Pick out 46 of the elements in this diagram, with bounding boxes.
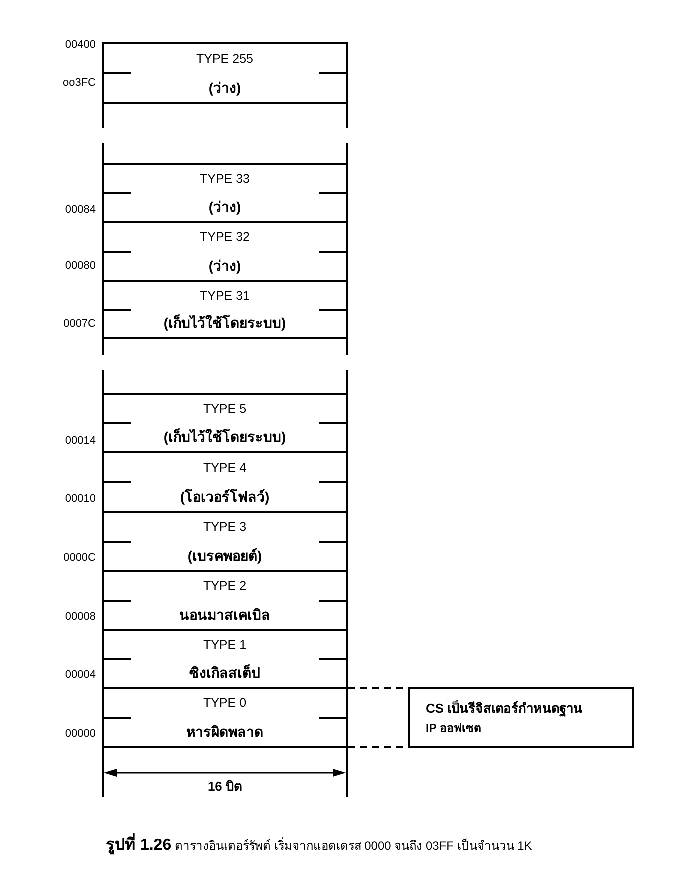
address-label: 0007C <box>64 317 96 332</box>
figure-caption: รูปที่ 1.26 ตารางอินเตอร์รัพต์ เริ่มจากแอดเดรส 0000 จนถึง 03FF เป็นจำนวน 1K <box>106 834 532 858</box>
type-label: TYPE 32 <box>200 229 250 246</box>
interrupt-name: หารผิดพลาด <box>186 722 264 742</box>
address-label: 00000 <box>65 727 96 742</box>
interrupt-name: (ว่าง) <box>208 256 242 276</box>
type-label: TYPE 5 <box>203 401 247 417</box>
vector-table-row <box>102 451 348 513</box>
address-label: 00010 <box>65 492 96 507</box>
vector-table-row <box>102 687 348 748</box>
vector-table-row <box>102 42 348 104</box>
vector-table-row <box>102 221 348 282</box>
address-label: 00014 <box>65 434 96 449</box>
vector-table-row <box>102 629 348 689</box>
vector-table-row <box>102 570 348 631</box>
note-box <box>408 687 634 748</box>
interrupt-name: (เบรคพอยต์) <box>188 546 262 566</box>
address-label: 00004 <box>65 668 96 683</box>
type-label: TYPE 33 <box>200 171 250 187</box>
address-label: 00400 <box>65 38 96 53</box>
vector-table-row <box>102 511 348 572</box>
dimension-label: 16 บิต <box>208 778 242 796</box>
address-label: 00080 <box>65 259 96 274</box>
note-text: CS เป็นรีจิสเตอร์กำหนดฐาน <box>426 700 583 718</box>
note-text: IP ออฟเซต <box>426 722 481 736</box>
type-label: TYPE 255 <box>196 50 254 66</box>
interrupt-name: (เก็บไว้ใช้โดยระบบ) <box>164 314 286 334</box>
type-label: TYPE 1 <box>203 637 247 653</box>
interrupt-name: นอนมาสเคเบิล <box>180 606 270 625</box>
interrupt-name: ซิงเกิลสเต็ป <box>190 664 260 683</box>
interrupt-name: (โอเวอร์โฟลว์) <box>180 488 270 506</box>
address-label: 00084 <box>65 203 96 218</box>
vector-table-row <box>102 280 348 339</box>
address-label: 00008 <box>65 610 96 625</box>
type-label: TYPE 4 <box>203 460 247 476</box>
interrupt-name: (เก็บไว้ใช้โดยระบบ) <box>164 428 286 447</box>
type-label: TYPE 3 <box>203 519 247 536</box>
type-label: TYPE 0 <box>203 695 247 712</box>
address-label: oo3FC <box>62 76 96 91</box>
address-label: 0000C <box>64 551 96 566</box>
type-label: TYPE 2 <box>203 578 247 594</box>
interrupt-name: (ว่าง) <box>208 198 242 217</box>
vector-table-row <box>102 163 348 223</box>
interrupt-name: (ว่าง) <box>208 78 242 98</box>
type-label: TYPE 31 <box>200 288 250 304</box>
vector-table-row <box>102 393 348 453</box>
